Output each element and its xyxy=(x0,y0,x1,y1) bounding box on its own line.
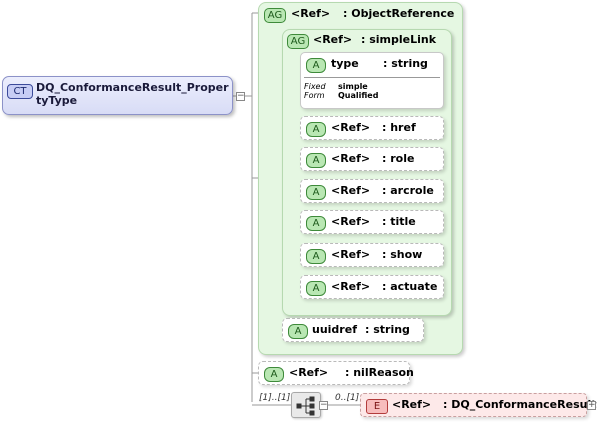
simple-link-type: : simpleLink xyxy=(361,33,437,46)
ag-badge: AG xyxy=(264,8,286,23)
sequence-cardinality: [1]..[1] xyxy=(259,393,291,403)
attribute-title[interactable]: A <Ref> : title xyxy=(300,210,444,234)
complex-type-box[interactable]: CT DQ_ConformanceResult_PropertyType xyxy=(2,76,233,115)
attribute-name: : show xyxy=(382,248,423,261)
a-badge: A xyxy=(306,122,326,137)
attribute-type: : string xyxy=(365,323,410,336)
a-badge: A xyxy=(288,324,308,339)
attribute-href[interactable]: A <Ref> : href xyxy=(300,116,444,140)
collapse-toggle-icon[interactable]: − xyxy=(236,91,245,101)
attribute-name: : actuate xyxy=(382,280,438,293)
element-name: : DQ_ConformanceResult xyxy=(443,398,597,411)
attribute-arcrole[interactable]: A <Ref> : arcrole xyxy=(300,179,444,203)
expand-icon[interactable]: + xyxy=(587,400,596,410)
element-cardinality: 0..[1] xyxy=(335,393,360,403)
element-conformance-result[interactable]: E <Ref> : DQ_ConformanceResult xyxy=(360,393,596,417)
simple-link-ref: <Ref> xyxy=(313,33,353,46)
divider xyxy=(304,77,440,78)
ag-badge: AG xyxy=(287,34,309,49)
attribute-ref: <Ref> xyxy=(331,152,371,165)
attribute-ref: <Ref> xyxy=(331,248,371,261)
type-attribute[interactable]: A type : string Fixed simple Form Qualif… xyxy=(300,52,444,109)
attribute-name: : href xyxy=(382,121,416,134)
sequence-icon xyxy=(296,396,315,416)
fixed-label: Fixed xyxy=(304,82,326,91)
type-attribute-name: type xyxy=(331,57,359,70)
attribute-name: : nilReason xyxy=(345,366,414,379)
attribute-show[interactable]: A <Ref> : show xyxy=(300,243,444,267)
a-badge: A xyxy=(306,249,326,264)
element-ref: <Ref> xyxy=(392,398,432,411)
complex-type-name: DQ_ConformanceResult_PropertyType xyxy=(36,81,229,107)
object-reference-type: : ObjectReference xyxy=(343,7,455,20)
attribute-role[interactable]: A <Ref> : role xyxy=(300,147,444,171)
attribute-ref: <Ref> xyxy=(331,184,371,197)
a-badge: A xyxy=(264,367,284,382)
attribute-ref: <Ref> xyxy=(289,366,329,379)
attribute-name: : role xyxy=(382,152,415,165)
attribute-ref: <Ref> xyxy=(331,121,371,134)
a-badge: A xyxy=(306,58,326,73)
attribute-name: : title xyxy=(382,215,416,228)
attribute-uuidref[interactable]: A uuidref : string xyxy=(282,318,424,342)
attribute-name: uuidref xyxy=(312,323,357,336)
attribute-ref: <Ref> xyxy=(331,280,371,293)
ct-badge: CT xyxy=(7,84,33,99)
a-badge: A xyxy=(306,185,326,200)
form-value: Qualified xyxy=(338,91,379,100)
type-attribute-type: : string xyxy=(383,57,428,70)
attribute-name: : arcrole xyxy=(382,184,434,197)
a-badge: A xyxy=(306,216,326,231)
sequence-compositor[interactable] xyxy=(291,392,321,418)
attribute-actuate[interactable]: A <Ref> : actuate xyxy=(300,275,444,299)
object-reference-ref: <Ref> xyxy=(291,7,331,20)
a-badge: A xyxy=(306,281,326,296)
form-label: Form xyxy=(304,91,325,100)
sequence-collapse-icon[interactable]: − xyxy=(319,400,328,410)
attribute-ref: <Ref> xyxy=(331,215,371,228)
e-badge: E xyxy=(366,399,388,414)
a-badge: A xyxy=(306,153,326,168)
attribute-nil-reason[interactable]: A <Ref> : nilReason xyxy=(258,361,414,385)
fixed-value: simple xyxy=(338,82,368,91)
